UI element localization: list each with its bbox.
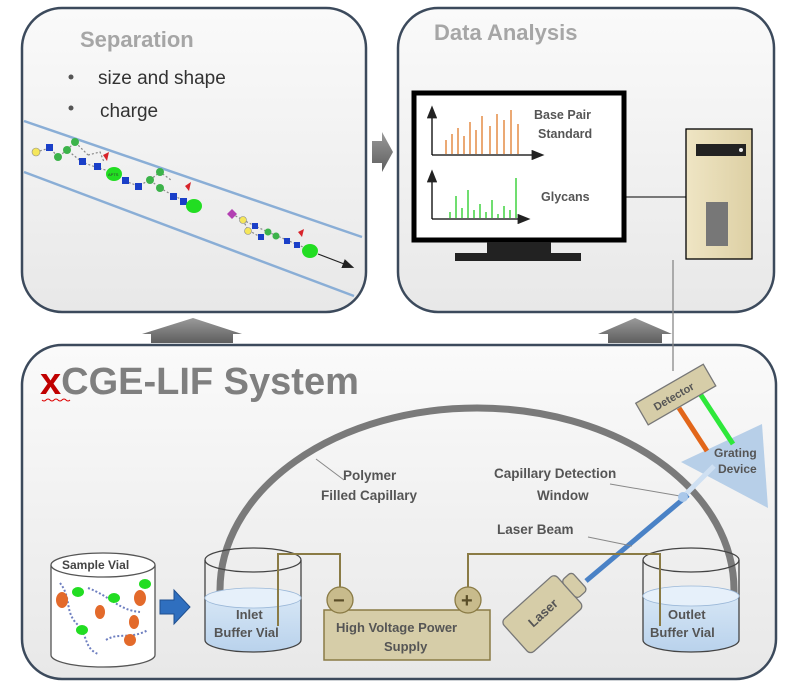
emission-line-green: [692, 384, 736, 446]
bullet-dot: [68, 74, 74, 80]
protein-blob: [124, 634, 136, 646]
minus-sign: −: [333, 590, 345, 612]
plus-terminal: [454, 586, 482, 614]
glycan-peaks: [449, 178, 517, 218]
base-pair-peaks: [445, 110, 519, 154]
fluorescence-beam: [681, 464, 716, 499]
capillary-label-line2: Filled Capillary: [321, 488, 418, 503]
outlet-label-line2: Buffer Vial: [650, 625, 715, 640]
minus-terminal: [326, 586, 354, 614]
electrode-wire-left: [277, 553, 341, 626]
capillary-wall-bottom: [23, 170, 355, 298]
high-voltage-power-supply: High Voltage Power Supply − +: [323, 586, 491, 661]
outlet-buffer-vial: Outlet Buffer Vial: [642, 547, 740, 653]
grating-device: [681, 424, 768, 508]
apts-tag: [76, 625, 88, 635]
outlet-label: Outlet: [668, 607, 706, 622]
plus-sign: +: [461, 590, 473, 612]
apts-tag: [139, 579, 151, 589]
arrow-to-data-analysis: [372, 132, 393, 172]
protein-blob: [129, 615, 139, 629]
laser-beam-label: Laser Beam: [497, 522, 574, 537]
hv-label: High Voltage Power: [336, 620, 457, 635]
apts-tag: [72, 587, 84, 597]
electrode-wire-right: [467, 553, 661, 626]
laser-beam: [584, 493, 690, 583]
system-title: xCGE-LIF System: [40, 361, 359, 403]
xcge-lif-system-panel: xCGE-LIF System Polymer Filled Capillary…: [20, 260, 778, 681]
bullet-charge: charge: [100, 101, 158, 122]
capillary-label: Polymer: [343, 468, 397, 483]
glycan-molecule: APTS: [31, 138, 122, 181]
migration-arrow: [317, 253, 355, 269]
grating-label-line2: Device: [718, 462, 757, 476]
computer-tower: [685, 128, 753, 260]
monitor: Base Pair Standard Glycans: [411, 90, 627, 261]
hv-label-line2: Supply: [384, 639, 428, 654]
glycan-molecule: [227, 209, 355, 269]
bullet-size-and-shape: size and shape: [98, 68, 226, 89]
standard-label: Standard: [538, 127, 592, 141]
laser-beam-leader: [587, 536, 633, 547]
detection-window: [678, 492, 688, 502]
separation-title: Separation: [80, 27, 194, 52]
base-pair-label: Base Pair: [534, 108, 591, 122]
grating-label: Grating: [714, 446, 757, 460]
svg-text:APTS: APTS: [108, 172, 119, 177]
system-title-rest: CGE-LIF System: [61, 361, 359, 403]
glycan-molecule: [122, 168, 202, 213]
system-title-prefix: x: [40, 361, 61, 403]
apts-tag: [302, 244, 318, 258]
glycans-label: Glycans: [541, 190, 590, 204]
sample-vial-label: Sample Vial: [62, 558, 129, 572]
spellcheck-underline: [41, 398, 71, 402]
protein-blob: [134, 590, 146, 606]
laser: Laser: [502, 572, 587, 654]
data-analysis-panel: Data Analysis Base Pair Standard Glycans: [396, 6, 776, 314]
arrow-up-to-data-analysis: [598, 318, 672, 343]
separation-panel: Separation size and shape charge APTS: [20, 6, 368, 314]
polymer-filled-capillary: [216, 404, 738, 600]
emission-line-orange: [676, 406, 710, 453]
bullet-dot: [68, 105, 74, 111]
apts-tag: [108, 593, 120, 603]
protein-blob: [56, 592, 68, 608]
data-analysis-title: Data Analysis: [434, 20, 577, 45]
detection-window-label-line2: Window: [537, 488, 589, 503]
capillary-leader: [315, 458, 345, 481]
capillary-wall-top: [23, 119, 363, 239]
apts-tag: [106, 167, 122, 181]
detection-window-label: Capillary Detection: [494, 466, 616, 481]
detection-window-leader: [609, 483, 681, 497]
apts-tag: [186, 199, 202, 213]
arrow-sample-to-inlet: [159, 588, 191, 626]
inlet-label: Inlet: [236, 607, 263, 622]
arrow-up-to-separation: [142, 318, 242, 343]
sample-vial: Sample Vial: [50, 552, 156, 668]
protein-blob: [95, 605, 105, 619]
inlet-label-line2: Buffer Vial: [214, 625, 279, 640]
